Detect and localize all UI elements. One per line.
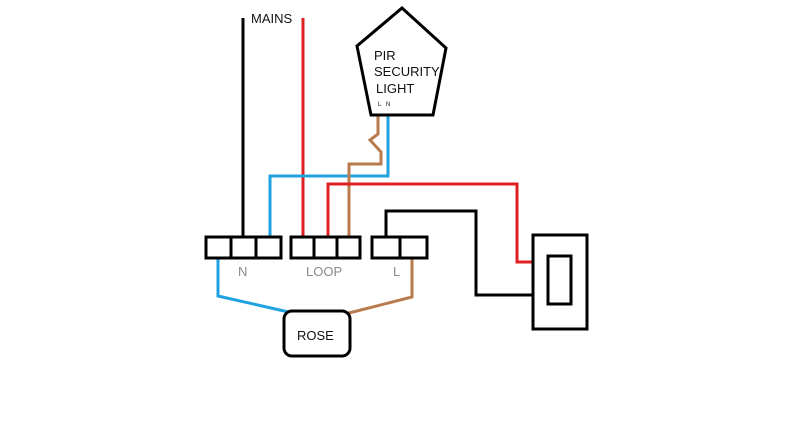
pir-terminal-l-label: L xyxy=(378,102,382,108)
n-to-rose-wire xyxy=(216,258,294,315)
light-switch xyxy=(531,233,589,331)
terminal-block-n xyxy=(204,235,283,260)
pir-label-line1: PIR xyxy=(374,48,396,63)
terminal-block-l xyxy=(370,235,429,260)
pir-security-light xyxy=(355,6,448,117)
terminal-l-label: L xyxy=(393,264,400,279)
terminal-n-label: N xyxy=(238,264,247,279)
terminal-block-loop xyxy=(289,235,362,260)
mains-label: MAINS xyxy=(251,11,293,26)
l-to-switch-black-wire xyxy=(384,209,556,297)
pir-label-line2: SECURITY xyxy=(374,64,440,79)
rose-label: ROSE xyxy=(297,328,334,343)
pir-label-line3: LIGHT xyxy=(376,81,414,96)
ceiling-rose xyxy=(282,309,352,358)
pir-terminal-n-label: N xyxy=(386,102,390,108)
pir-live-wire xyxy=(347,113,383,237)
pir-neutral-wire xyxy=(268,110,390,237)
terminal-loop-label: LOOP xyxy=(306,264,342,279)
loop-to-switch-red-wire xyxy=(326,182,556,264)
l-to-rose-wire xyxy=(344,258,414,316)
